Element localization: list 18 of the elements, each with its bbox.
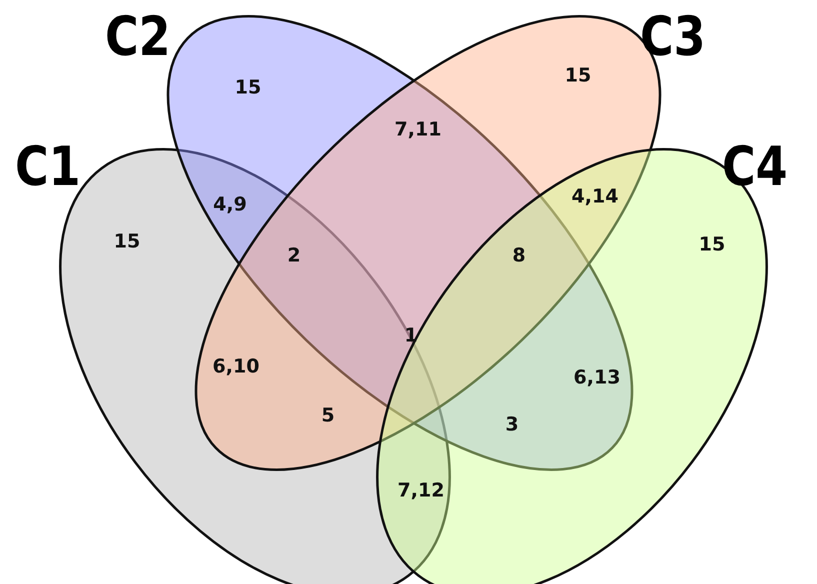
- region-count: 2: [287, 246, 301, 266]
- region-count: 8: [512, 246, 526, 266]
- region-count: 6,10: [212, 358, 260, 376]
- set-label: C2: [105, 10, 171, 64]
- region-count: 7,12: [398, 482, 444, 500]
- region-count: 5: [321, 406, 335, 426]
- region-count: 4,9: [213, 196, 247, 214]
- set-label: C4: [722, 140, 788, 194]
- region-count: 15: [698, 236, 726, 254]
- region-count: 6,13: [574, 368, 620, 388]
- region-count: 15: [114, 232, 140, 252]
- region-count: 3: [505, 416, 519, 434]
- region-count: 4,14: [572, 188, 618, 206]
- region-count: 15: [234, 78, 262, 98]
- set-label: C1: [15, 140, 81, 194]
- region-count: 7,11: [394, 120, 442, 140]
- region-count: 15: [564, 66, 592, 86]
- set-label: C3: [640, 10, 706, 64]
